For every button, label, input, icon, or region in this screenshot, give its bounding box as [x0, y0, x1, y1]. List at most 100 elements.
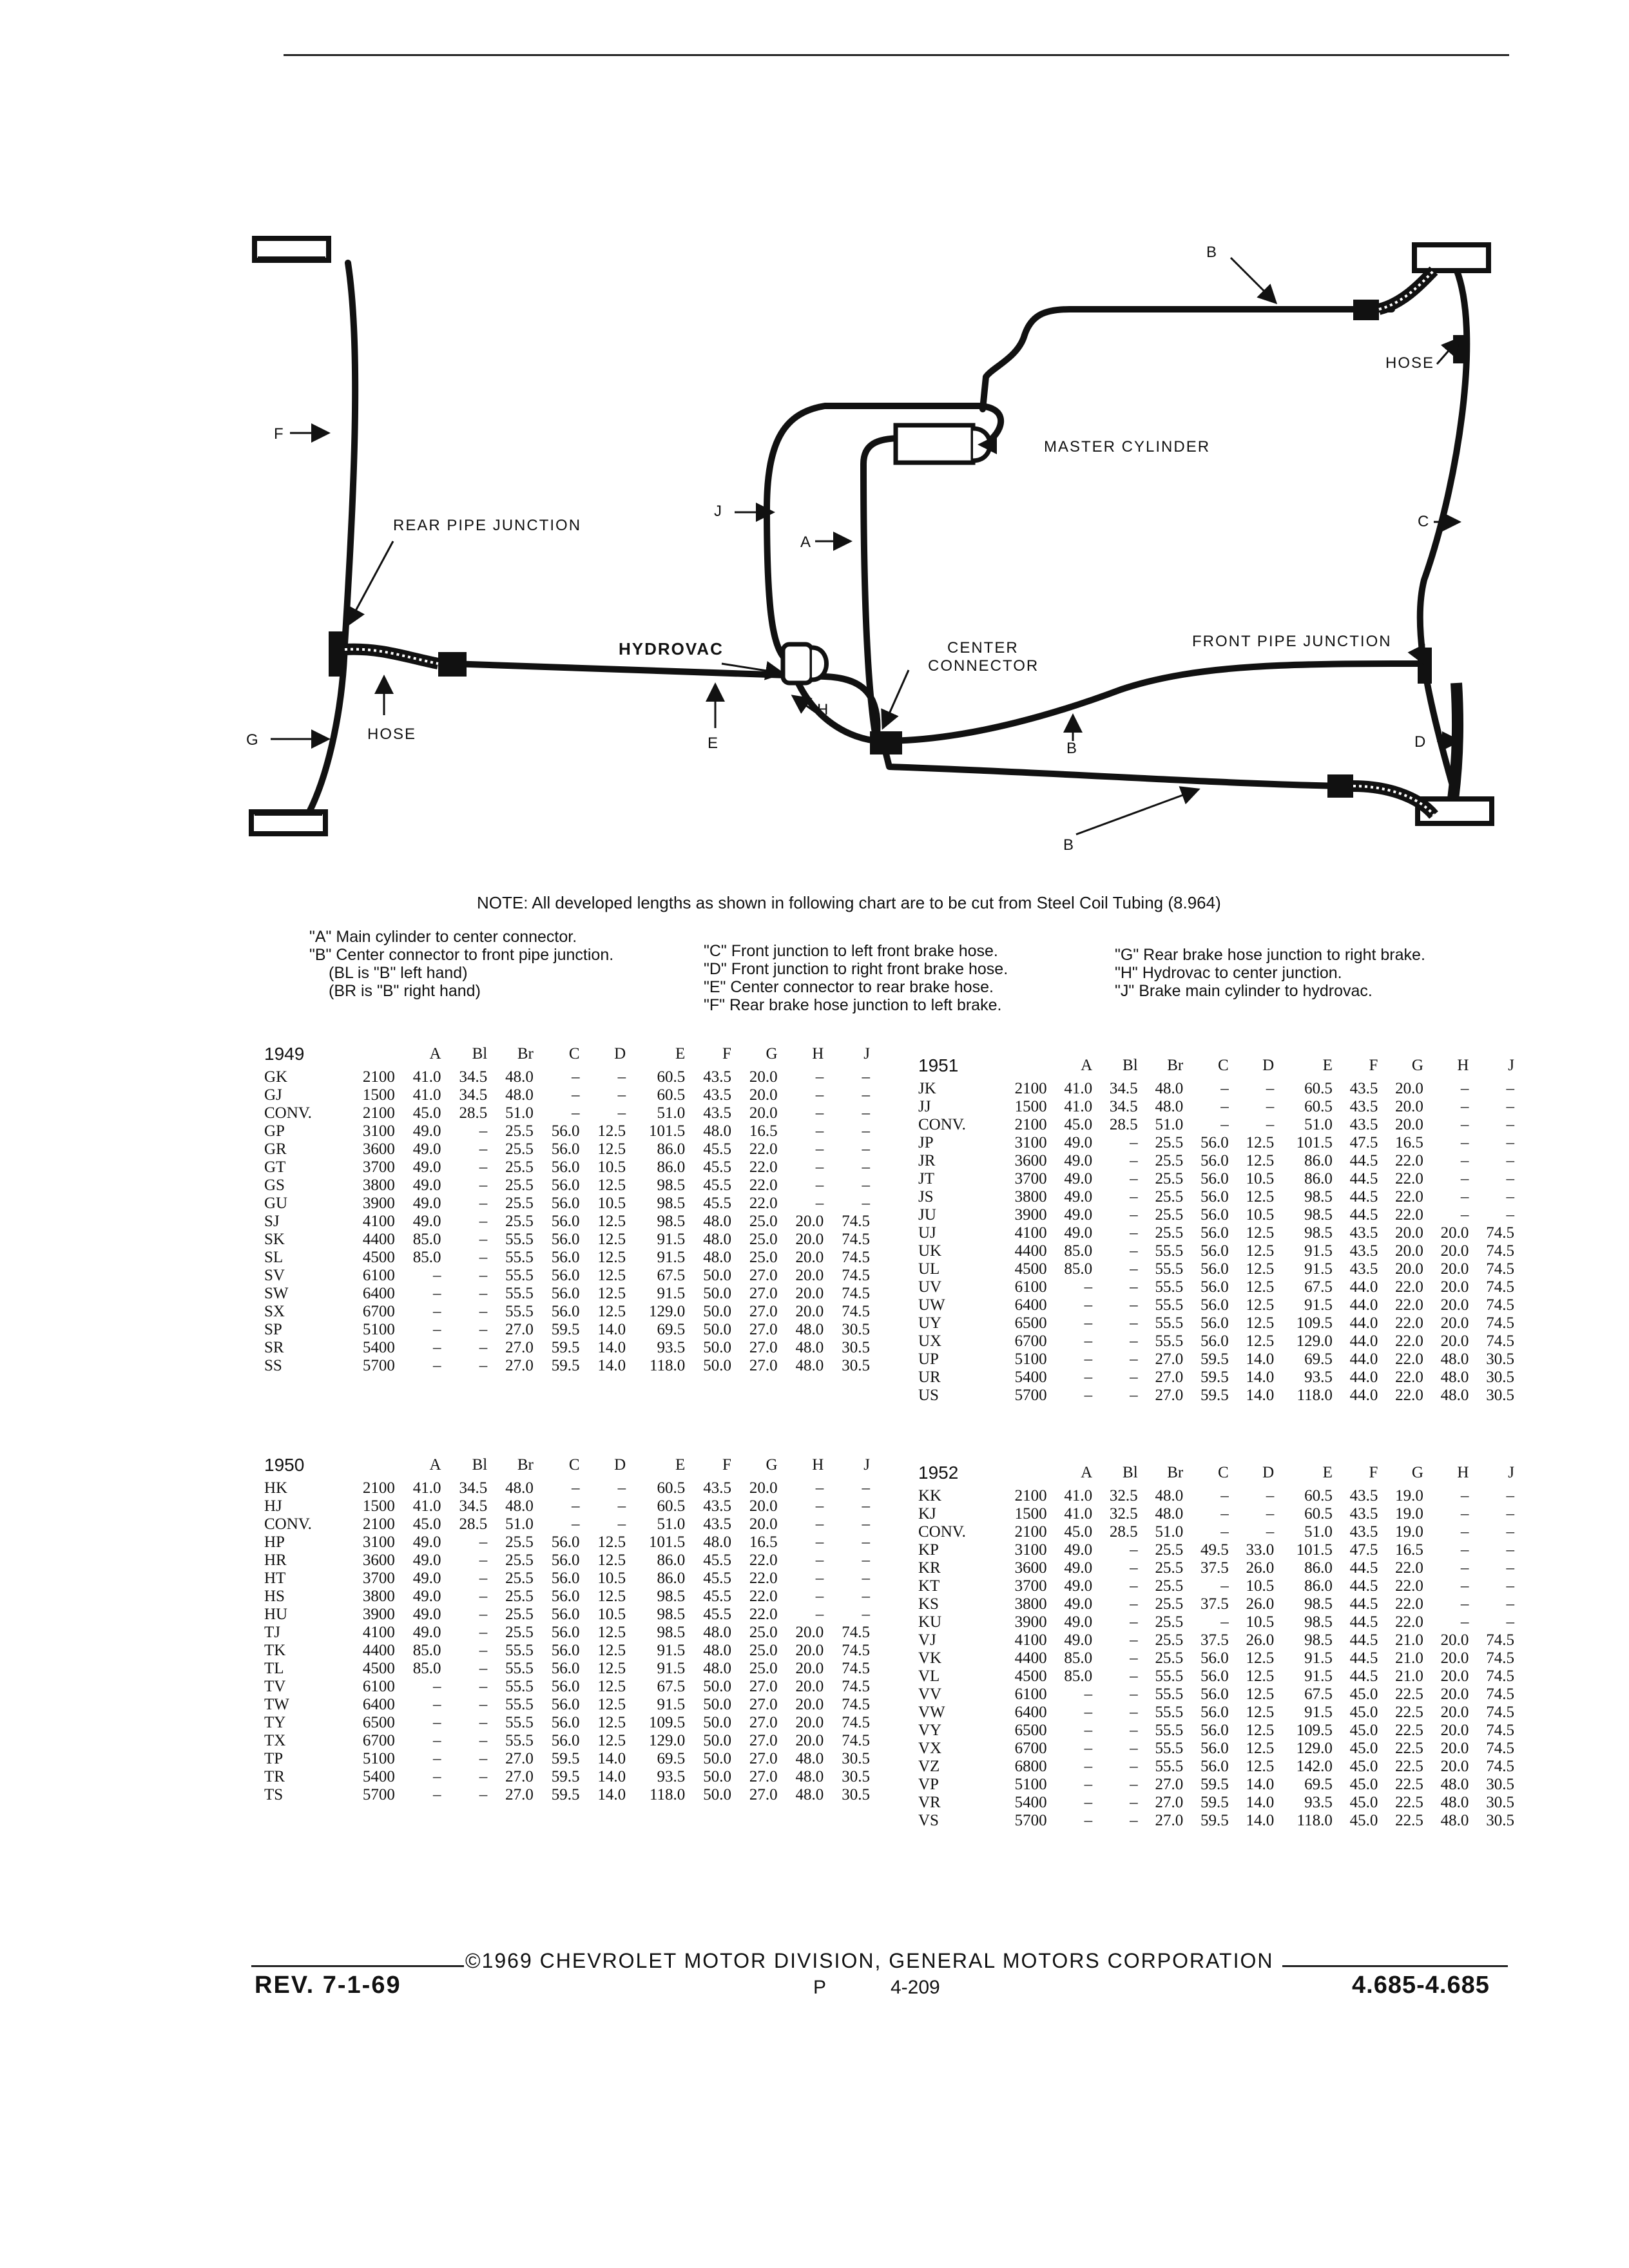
length-cell: 74.5 [1486, 1667, 1514, 1685]
length-cell: 56.0 [551, 1267, 580, 1284]
length-cell: 101.5 [1296, 1134, 1333, 1151]
column-header: H [1457, 1057, 1469, 1074]
label-c: C [1418, 513, 1431, 530]
length-cell: 59.5 [1200, 1387, 1229, 1404]
length-cell: 50.0 [703, 1678, 731, 1695]
length-cell: 91.5 [657, 1231, 686, 1248]
series-cell: 6400 [1014, 1704, 1047, 1721]
model-code-cell: KT [918, 1577, 940, 1595]
length-cell: 50.0 [703, 1303, 731, 1320]
column-header: D [614, 1456, 626, 1474]
length-cell: 22.0 [1395, 1613, 1423, 1631]
length-cell: 50.0 [703, 1339, 731, 1356]
column-header: C [1218, 1464, 1229, 1481]
length-cell: 25.0 [749, 1660, 778, 1677]
length-cell: 20.0 [1395, 1080, 1423, 1097]
length-cell: 44.5 [1349, 1649, 1378, 1667]
length-cell: 10.5 [1246, 1206, 1275, 1224]
length-cell: 22.0 [749, 1552, 778, 1569]
length-cell: 25.5 [1155, 1559, 1184, 1577]
length-cell: 21.0 [1395, 1649, 1423, 1667]
length-cell: 47.5 [1349, 1541, 1378, 1559]
length-cell: 25.0 [749, 1213, 778, 1230]
series-cell: 3100 [1014, 1541, 1047, 1559]
series-cell: 1500 [362, 1086, 395, 1104]
length-cell: 44.0 [1349, 1387, 1378, 1404]
column-header: F [722, 1456, 731, 1474]
length-cell: 14.0 [1246, 1812, 1275, 1829]
length-cell: 12.5 [1246, 1704, 1275, 1721]
length-cell: 45.0 [1349, 1686, 1378, 1703]
label-d: D [1414, 733, 1427, 751]
length-cell: 50.0 [703, 1750, 731, 1767]
model-code-cell: VY [918, 1722, 942, 1739]
length-cell: 37.5 [1200, 1631, 1229, 1649]
length-cell: – [479, 1768, 488, 1785]
length-cell: 48.0 [703, 1660, 731, 1677]
length-cell: – [433, 1732, 441, 1749]
length-cell: 25.5 [1155, 1188, 1184, 1206]
length-cell: 109.5 [649, 1714, 686, 1731]
front-right-lower-hose [1353, 780, 1438, 820]
length-cell: 55.5 [1155, 1667, 1184, 1685]
length-cell: 93.5 [1304, 1369, 1333, 1386]
length-cell: 69.5 [1304, 1350, 1333, 1368]
length-cell: 41.0 [1064, 1080, 1093, 1097]
model-code-cell: JK [918, 1080, 936, 1097]
length-cell: 49.0 [412, 1552, 441, 1569]
length-cell: – [1130, 1812, 1138, 1829]
series-cell: 3700 [1014, 1170, 1047, 1187]
pipe-e [448, 660, 881, 744]
length-cell: 56.0 [1200, 1758, 1229, 1775]
length-cell: 12.5 [597, 1696, 626, 1713]
length-cell: 22.0 [749, 1195, 778, 1212]
length-cell: 98.5 [657, 1195, 686, 1212]
length-cell: 91.5 [1304, 1704, 1333, 1721]
length-cell: 12.5 [1246, 1242, 1275, 1260]
length-cell: – [1130, 1387, 1138, 1404]
length-cell: 56.0 [1200, 1188, 1229, 1206]
length-cell: 12.5 [597, 1624, 626, 1641]
length-cell: 30.5 [842, 1357, 870, 1374]
length-cell: 49.0 [1064, 1170, 1093, 1187]
length-cell: 50.0 [703, 1732, 731, 1749]
length-cell: 43.5 [703, 1479, 731, 1497]
length-cell: 45.0 [412, 1515, 441, 1533]
length-cell: 48.0 [795, 1339, 824, 1356]
length-cell: 12.5 [1246, 1722, 1275, 1739]
length-cell: 74.5 [842, 1285, 870, 1302]
length-cell: 118.0 [1296, 1387, 1333, 1404]
length-cell: 56.0 [1200, 1260, 1229, 1278]
length-cell: 55.5 [505, 1732, 534, 1749]
length-cell: 14.0 [597, 1750, 626, 1767]
length-cell: 20.0 [1395, 1098, 1423, 1115]
length-cell: – [1266, 1523, 1275, 1541]
model-code-cell: GP [264, 1122, 285, 1140]
length-cell: 93.5 [657, 1768, 686, 1785]
footer-reference: 4.685-4.685 [1352, 1972, 1490, 1999]
series-cell: 3600 [1014, 1559, 1047, 1577]
length-cell: 45.0 [1349, 1704, 1378, 1721]
length-cell: 49.0 [1064, 1577, 1093, 1595]
length-cell: – [1220, 1080, 1229, 1097]
length-cell: – [1506, 1487, 1515, 1504]
length-cell: 32.5 [1109, 1487, 1138, 1504]
model-code-cell: VK [918, 1649, 942, 1667]
length-cell: 74.5 [842, 1267, 870, 1284]
length-cell: 60.5 [657, 1086, 686, 1104]
column-header: F [1369, 1464, 1378, 1481]
length-cell: 10.5 [597, 1195, 626, 1212]
length-cell: 74.5 [1486, 1722, 1514, 1739]
length-cell: 12.5 [1246, 1667, 1275, 1685]
length-cell: – [479, 1303, 488, 1320]
length-cell: – [1506, 1613, 1515, 1631]
